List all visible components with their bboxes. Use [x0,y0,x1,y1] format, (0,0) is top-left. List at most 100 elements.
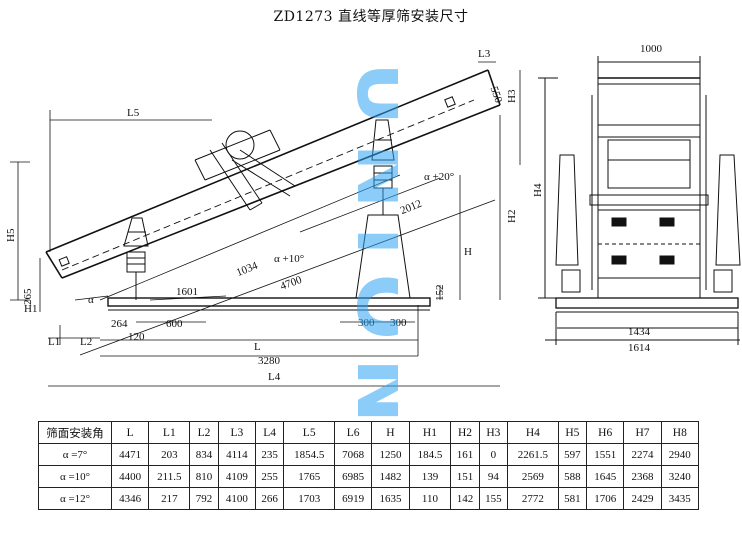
label-H1: H1 [24,303,37,315]
table-header-cell: H8 [660,421,700,444]
table-header-cell: L5 [283,421,336,444]
table-row-header: α =10° [38,465,112,488]
dim-550: 550 [488,85,505,105]
dim-2012: 2012 [399,198,424,217]
table-cell: 4109 [217,465,257,488]
dim-265: 265 [22,288,34,305]
table-cell: 4100 [217,487,257,510]
table-cell: 1765 [283,465,336,488]
table-cell: 810 [189,465,219,488]
table-cell: 151 [450,465,480,488]
base-frame [107,297,431,311]
table-header-cell: H3 [478,421,509,444]
dim-120: 120 [128,331,145,343]
table-cell: 3435 [660,487,700,510]
dim-600: 600 [166,318,183,330]
label-H: H [464,246,472,258]
table-cell: 2772 [507,487,559,510]
table-cell: 1482 [371,465,410,488]
dim-4700: 4700 [279,274,304,293]
table-header-cell: H7 [623,421,662,444]
exciter [194,129,296,211]
label-L: L [254,341,261,353]
table-row-header: α =12° [38,487,112,510]
table-cell: 161 [450,443,480,466]
label-L5: L5 [127,107,140,119]
dim-1000: 1000 [640,43,663,55]
table-cell: 2368 [623,465,662,488]
installation-drawing: L5 L3 L1 L2 L L4 H5 H1 H H2 H3 H4 α α +2… [5,43,741,387]
table-header-cell: H4 [507,421,559,444]
table-cell: 581 [557,487,588,510]
table-cell: 597 [557,443,588,466]
table-cell: 217 [148,487,191,510]
table-cell: 94 [478,465,509,488]
table-header-cell: L [110,421,150,444]
table-cell: 1645 [586,465,625,488]
table-cell: 139 [408,465,452,488]
label-angle-10: α +10° [274,253,304,265]
table-cell: 266 [254,487,285,510]
label-L1: L1 [48,336,60,348]
table-header-cell: L6 [334,421,373,444]
label-H3: H3 [506,89,518,103]
dim-1601: 1601 [176,286,198,298]
table-cell: 1854.5 [283,443,336,466]
table-cell: 4471 [110,443,150,466]
drawing-title: ZD1273 直线等厚筛安装尺寸 [273,9,469,25]
table-cell: 235 [254,443,285,466]
table-cell: 155 [478,487,509,510]
table-header-cell: H [371,421,410,444]
dim-264: 264 [111,318,128,330]
screen-box [45,69,501,279]
table-cell: 203 [148,443,191,466]
table-header-cell: L3 [217,421,257,444]
table-cell: 0 [478,443,509,466]
table-cell: 792 [189,487,219,510]
table-cell: 2569 [507,465,559,488]
table-cell: 4400 [110,465,150,488]
table-cell: 834 [189,443,219,466]
label-H2: H2 [506,210,518,223]
table-header-cell: L2 [189,421,219,444]
table-cell: 1250 [371,443,410,466]
table-header-cell: H2 [450,421,480,444]
spring-support-left [123,217,149,300]
table-cell: 2274 [623,443,662,466]
dim-1614: 1614 [628,342,651,354]
table-cell: 6919 [334,487,373,510]
dim-152: 152 [434,285,446,302]
table-header-cell: H1 [408,421,452,444]
table-header-cell: L1 [148,421,191,444]
dim-3280: 3280 [258,355,281,367]
table-cell: 2940 [660,443,700,466]
table-cell: 1703 [283,487,336,510]
label-angle-20: α +20° [424,171,454,183]
dim-1034: 1034 [235,260,260,280]
table-cell: 1635 [371,487,410,510]
table-header-cell: H6 [586,421,625,444]
table-cell: 1706 [586,487,625,510]
table-cell: 3240 [660,465,700,488]
table-header-cell: 筛面安装角 [38,421,112,444]
label-L4: L4 [268,371,281,383]
table-cell: 588 [557,465,588,488]
label-angle-a: α [88,294,94,306]
table-cell: 184.5 [408,443,452,466]
table-cell: 4114 [217,443,257,466]
table-cell: 1551 [586,443,625,466]
dim-300-right: 300 [390,317,407,329]
label-L2: L2 [80,336,92,348]
table-cell: 255 [254,465,285,488]
label-H4: H4 [532,183,544,197]
table-cell: 110 [408,487,452,510]
table-cell: 142 [450,487,480,510]
table-cell: 211.5 [148,465,191,488]
table-cell: 7068 [334,443,373,466]
